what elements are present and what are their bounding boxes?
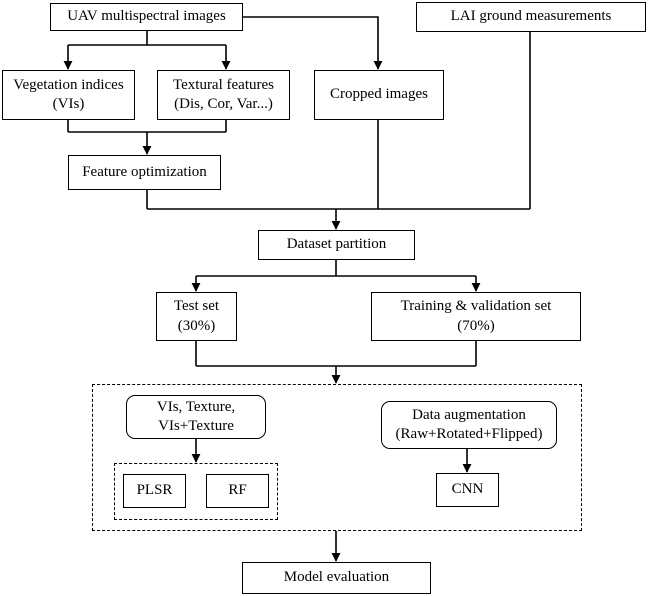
rf-label: RF (228, 482, 247, 499)
cropped-images-box: Cropped images (314, 70, 444, 120)
feature-optimization-label: Feature optimization (82, 163, 207, 180)
training-validation-set-box: Training & validation set (70%) (371, 292, 581, 341)
uav-images-box: UAV multispectral images (50, 3, 243, 31)
lai-measurements-box: LAI ground measurements (416, 2, 646, 32)
test-set-share: (30%) (177, 317, 216, 334)
data-augmentation-label: Data augmentation (412, 406, 526, 423)
textural-features-box: Textural features (Dis, Cor, Var...) (157, 70, 290, 120)
training-validation-set-share: (70%) (457, 317, 495, 334)
cropped-images-label: Cropped images (330, 86, 428, 103)
test-set-label: Test set (173, 298, 220, 314)
training-validation-set-label: Training & validation set (400, 298, 552, 314)
plsr-label: PLSR (136, 482, 173, 499)
textural-features-label: Textural features (173, 76, 274, 93)
model-inputs-label: VIs, Texture, (156, 398, 236, 415)
vegetation-indices-label: Vegetation indices (13, 76, 124, 93)
test-set-box: Test set (30%) (156, 292, 237, 341)
model-inputs-box: VIs, Texture, VIs+Texture (126, 395, 266, 439)
plsr-box: PLSR (123, 474, 186, 508)
data-augmentation-box: Data augmentation (Raw+Rotated+Flipped) (381, 401, 557, 449)
dataset-partition-box: Dataset partition (258, 230, 415, 260)
dataset-partition-label: Dataset partition (286, 236, 387, 253)
cnn-box: CNN (436, 473, 499, 507)
arrow-to-cropped-images (243, 16, 383, 70)
cnn-label: CNN (451, 481, 484, 498)
model-inputs-combined: VIs+Texture (158, 418, 234, 434)
vegetation-indices-box: Vegetation indices (VIs) (2, 70, 135, 120)
model-evaluation-box: Model evaluation (242, 562, 431, 594)
feature-optimization-box: Feature optimization (68, 155, 221, 190)
ml-models-group (114, 463, 278, 520)
vegetation-indices-abbrev: (VIs) (52, 96, 85, 112)
textural-features-list: (Dis, Cor, Var...) (174, 96, 273, 112)
rf-box: RF (206, 474, 269, 508)
uav-images-label: UAV multispectral images (67, 8, 226, 25)
model-evaluation-label: Model evaluation (283, 569, 390, 586)
data-augmentation-methods: (Raw+Rotated+Flipped) (395, 426, 543, 442)
lai-measurements-label: LAI ground measurements (450, 8, 612, 25)
models-frame (92, 384, 582, 531)
